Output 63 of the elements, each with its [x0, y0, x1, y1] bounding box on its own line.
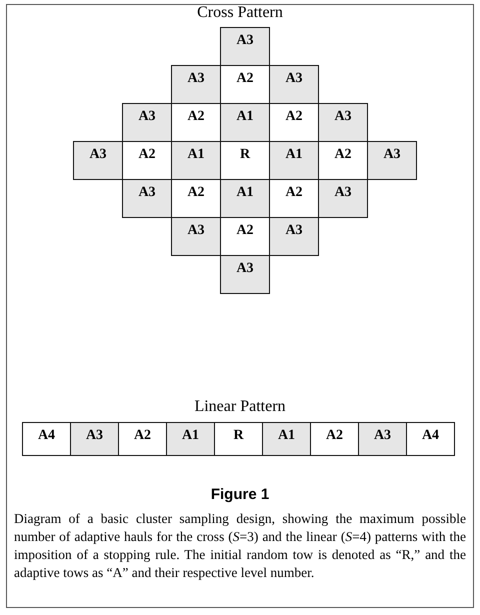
grid-cell	[262, 422, 311, 456]
grid-cell	[406, 422, 455, 456]
cell-label: A2	[285, 185, 303, 201]
grid-cell	[318, 103, 368, 142]
cell-label: A1	[285, 147, 303, 163]
cell-label: A2	[138, 147, 156, 163]
grid-cell	[171, 141, 221, 180]
grid-cell	[214, 422, 263, 456]
grid-cell	[220, 103, 270, 142]
cell-label: A3	[187, 223, 205, 239]
cell-label: A3	[334, 109, 352, 125]
cell-label: A2	[285, 109, 303, 125]
cell-label: A1	[182, 428, 200, 444]
cell-label: A1	[278, 428, 296, 444]
grid-cell	[358, 422, 407, 456]
grid-cell	[118, 422, 167, 456]
cell-label: A2	[326, 428, 344, 444]
cell-label: A3	[89, 147, 107, 163]
cell-label: A3	[86, 428, 104, 444]
grid-cell	[73, 141, 123, 180]
cell-label: A2	[187, 185, 205, 201]
panel-heading: Cross Pattern	[197, 4, 283, 22]
cell-label: A4	[38, 428, 56, 444]
grid-cell	[220, 255, 270, 294]
grid-cell	[269, 65, 319, 104]
panel-heading: Linear Pattern	[194, 398, 286, 416]
cell-label: A1	[236, 185, 254, 201]
cell-label: A2	[187, 109, 205, 125]
cell-label: A3	[285, 223, 303, 239]
cell-label: A3	[334, 185, 352, 201]
cell-label: A3	[383, 147, 401, 163]
cell-label: R	[233, 428, 244, 444]
cell-label: A2	[236, 71, 254, 87]
cell-label: A2	[134, 428, 152, 444]
cell-label: R	[240, 147, 250, 163]
grid-cell	[122, 103, 172, 142]
grid-cell	[367, 141, 417, 180]
grid-cell	[318, 179, 368, 218]
figure-number: Figure 1	[210, 486, 270, 503]
cell-label: A3	[374, 428, 392, 444]
grid-cell	[310, 422, 359, 456]
cell-label: A2	[236, 223, 254, 239]
cell-label: A1	[236, 109, 254, 125]
cell-label: A2	[334, 147, 352, 163]
grid-cell	[122, 179, 172, 218]
grid-cell	[269, 141, 319, 180]
grid-cell	[220, 179, 270, 218]
grid-cell	[171, 217, 221, 256]
cell-label: A3	[187, 71, 205, 87]
caption-text: Diagram of a basic cluster sampling design, showing the maximum possible number of adaptive hauls for the cross (S=3) and the linear (S=4) patterns with the imposition of a stopping rule. The initial random tow is denoted as “R,” and the adaptive tows as “A” and their respective level number.	[14, 510, 466, 582]
cell-label: A3	[285, 71, 303, 87]
grid-cell	[166, 422, 215, 456]
cell-label: A3	[236, 261, 254, 277]
grid-cell	[70, 422, 119, 456]
cell-label: A3	[236, 33, 254, 49]
grid-cell	[22, 422, 71, 456]
cell-label: A4	[422, 428, 440, 444]
grid-cell	[171, 65, 221, 104]
cell-label: A1	[187, 147, 205, 163]
grid-cell	[220, 27, 270, 66]
cell-label: A3	[138, 109, 156, 125]
cell-label: A3	[138, 185, 156, 201]
grid-cell	[269, 217, 319, 256]
